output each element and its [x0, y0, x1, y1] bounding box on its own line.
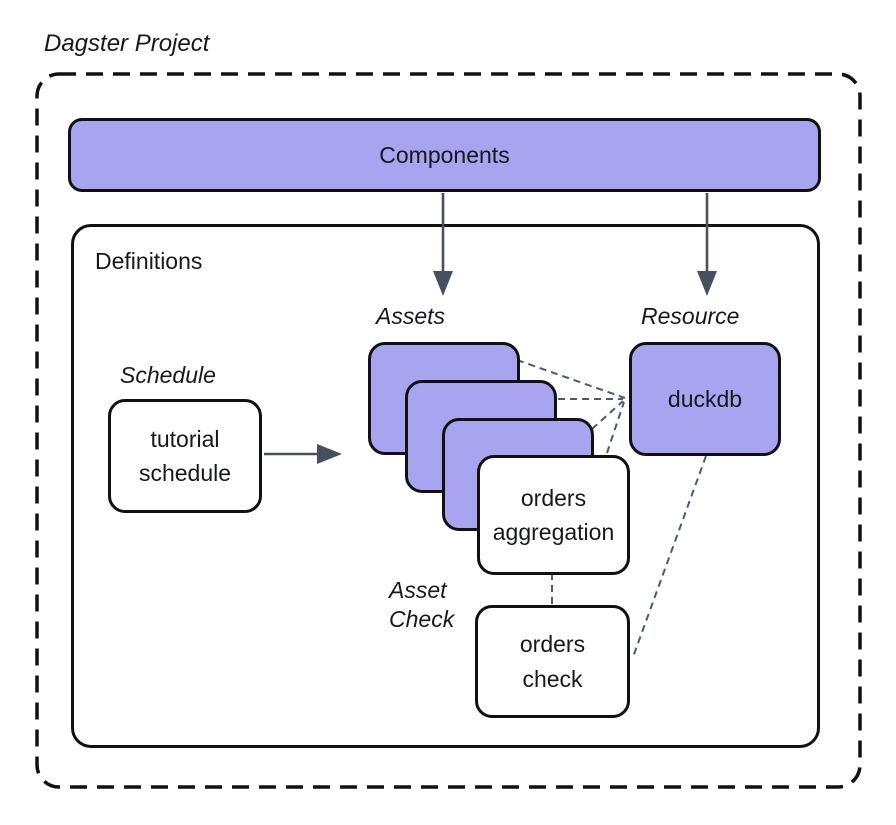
components-label: Components [379, 141, 510, 168]
duckdb-resource-node: duckdb [629, 342, 781, 456]
connector-duckdb-orders-check [632, 455, 707, 658]
duckdb-label: duckdb [667, 385, 743, 412]
orders-check-label: orders check [519, 631, 586, 692]
components-node: Components [68, 118, 821, 192]
orders-aggregation-label: orders aggregation [492, 484, 615, 546]
project-dashed-border [35, 72, 862, 789]
tutorial-schedule-node: tutorial schedule [108, 399, 262, 513]
schedule-section-label: Schedule [120, 362, 216, 388]
connector-orders-agg-duckdb [606, 401, 625, 454]
orders-aggregation-node: orders aggregation [477, 455, 630, 575]
definitions-label: Definitions [95, 248, 203, 274]
arrow-components-to-resource [697, 193, 717, 296]
assets-section-label: Assets [376, 303, 446, 329]
tutorial-schedule-label: tutorial schedule [138, 425, 232, 487]
asset-check-section-label: Asset Check [389, 577, 455, 633]
arrow-components-to-assets [433, 193, 453, 296]
arrow-schedule-to-assets [264, 444, 342, 464]
orders-check-node: orders check [475, 605, 630, 718]
resource-section-label: Resource [641, 303, 740, 329]
connector-asset3-duckdb [591, 400, 624, 430]
diagram-title: Dagster Project [44, 30, 210, 57]
definitions-container [71, 224, 820, 748]
